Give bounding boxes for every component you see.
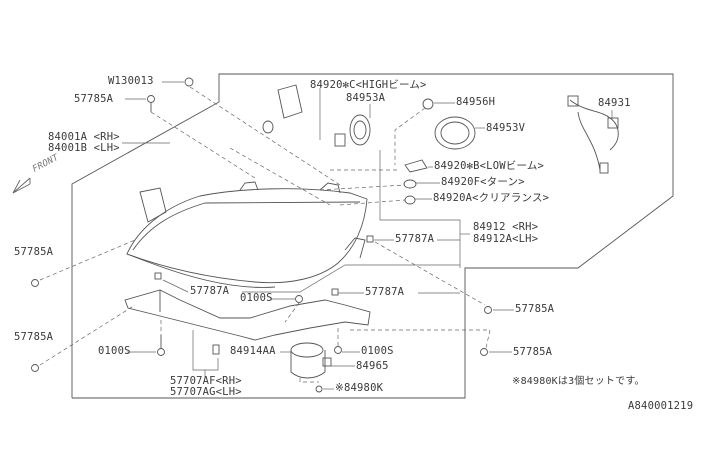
label-0100s-mid: 0100S xyxy=(240,292,273,304)
label-84953a: 84953A xyxy=(346,92,386,104)
headlamp-housing xyxy=(126,181,368,288)
label-84912-rh: 84912 <RH> xyxy=(473,221,539,233)
diagram-code: A840001219 xyxy=(628,400,694,412)
label-84956h: 84956H xyxy=(456,96,496,108)
label-84931: 84931 xyxy=(598,97,631,109)
label-84912a-lh: 84912A<LH> xyxy=(473,233,539,245)
label-57785a-right-2: 57785A xyxy=(513,346,553,358)
label-57787a-right: 57787A xyxy=(395,233,435,245)
label-84914aa: 84914AA xyxy=(230,345,276,357)
lower-bracket xyxy=(124,289,371,341)
bulbs-and-caps xyxy=(262,84,619,205)
label-w130013: W130013 xyxy=(108,75,154,87)
label-57785a-left-1: 57785A xyxy=(14,246,54,258)
label-84920b-low: 84920✻B<LOWビーム> xyxy=(434,160,545,172)
label-84001b-lh: 84001B <LH> xyxy=(48,142,120,154)
label-84965: 84965 xyxy=(356,360,389,372)
label-0100s-left: 0100S xyxy=(98,345,131,357)
label-84001a-rh: 84001A <RH> xyxy=(48,131,120,143)
label-57785a-right-1: 57785A xyxy=(515,303,555,315)
label-84920c-high: 84920✻C<HIGHビーム> xyxy=(310,79,427,91)
leader-lines xyxy=(39,81,613,390)
label-84920a-clearance: 84920A<クリアランス> xyxy=(433,192,550,204)
label-0100s-right: 0100S xyxy=(361,345,394,357)
label-57707af-rh: 57707AF<RH> xyxy=(170,375,242,387)
leveler-motor xyxy=(290,342,332,379)
label-84920f-turn: 84920F<ターン> xyxy=(441,176,525,188)
front-arrow-icon xyxy=(12,177,31,194)
label-57785a-left-2: 57785A xyxy=(14,331,54,343)
label-57785a-top: 57785A xyxy=(74,93,114,105)
fasteners xyxy=(31,77,492,393)
label-57787a-lower: 57787A xyxy=(365,286,405,298)
set-note: ※84980Kは3個セットです。 xyxy=(512,376,645,387)
label-57787a-left: 57787A xyxy=(190,285,230,297)
label-84980k: ※84980K xyxy=(335,382,384,394)
label-57707ag-lh: 57707AG<LH> xyxy=(170,386,242,398)
label-84953v: 84953V xyxy=(486,122,526,134)
